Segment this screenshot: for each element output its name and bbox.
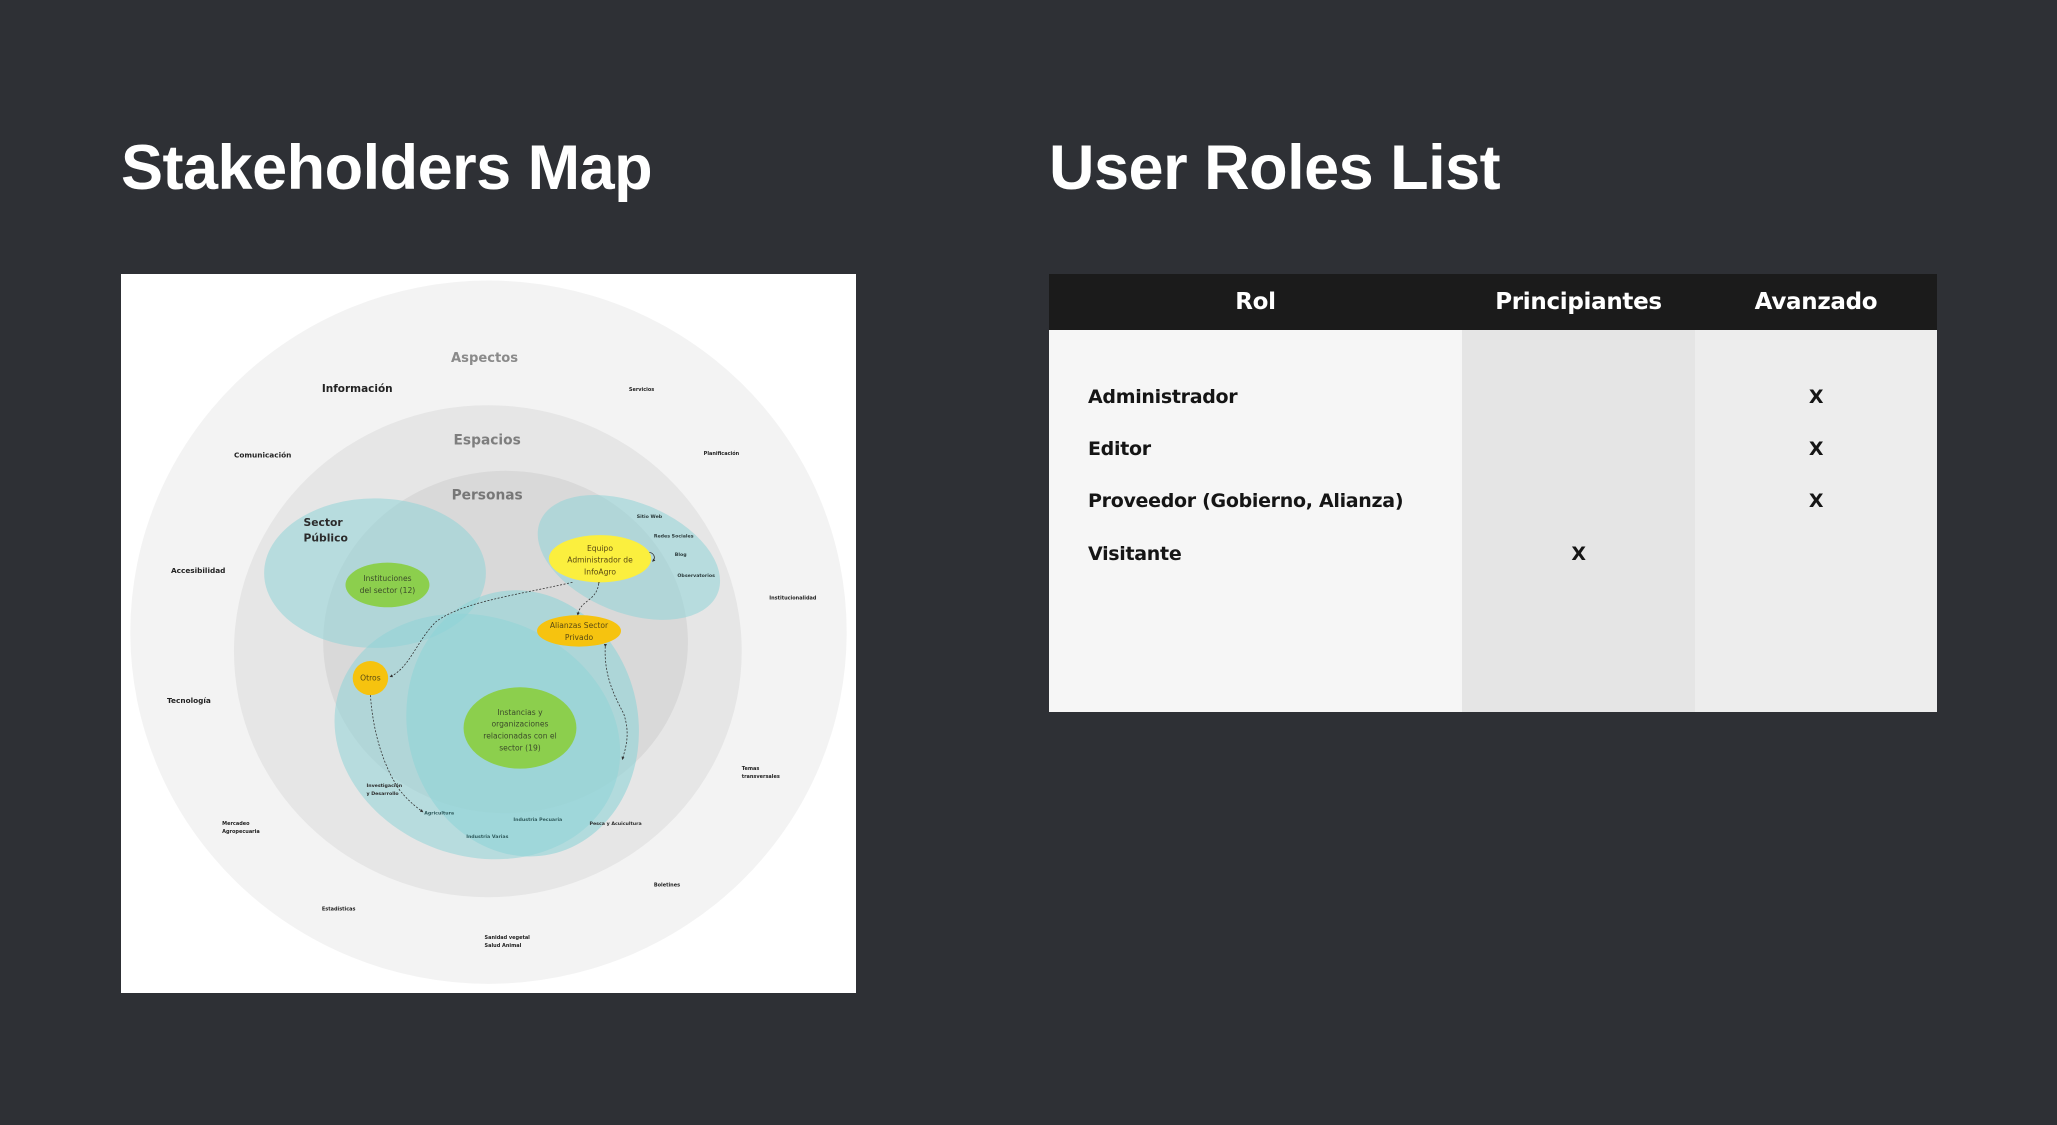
label-temas: Temas: [742, 766, 760, 772]
cell-avanzado-administrador: X: [1808, 386, 1824, 408]
connector-alianzas-pesca: [603, 643, 628, 760]
column-principiantes: X: [1462, 330, 1695, 712]
label-accesibilidad: Accesibilidad: [171, 566, 225, 575]
label-estadisticas: Estadísticas: [322, 905, 356, 912]
node-instituciones: [345, 562, 430, 608]
label-pesca: Pesca y Acuicultura: [590, 821, 642, 827]
label-blog: Blog: [675, 552, 687, 558]
label-personas: Personas: [452, 488, 523, 504]
label-observatorios: Observatorios: [677, 573, 715, 579]
connector-equipo-alianzas: [576, 580, 601, 616]
connector-equipo-otros: [389, 581, 573, 678]
user-roles-list-title: User Roles List: [1049, 133, 1501, 203]
label-y-desarrollo: y Desarrollo: [366, 791, 399, 797]
node-equipo-line2: Administrador de: [567, 556, 633, 565]
label-salud-animal: Salud Animal: [485, 943, 522, 949]
node-equipo-line3: InfoAgro: [584, 567, 616, 576]
stakeholders-map-svg: Aspectos Espacios Personas Información S…: [130, 280, 847, 984]
label-servicios: Servicios: [629, 387, 654, 393]
label-aspectos: Aspectos: [451, 351, 518, 366]
node-alianzas-line2: Privado: [565, 633, 594, 642]
label-redes-sociales: Redes Sociales: [654, 534, 694, 540]
label-transversales: transversales: [742, 774, 780, 780]
node-equipo-line1: Equipo: [587, 544, 613, 553]
cell-rol-administrador: Administrador: [1088, 386, 1238, 408]
column-avanzado: X X X: [1695, 330, 1937, 712]
label-industria-varias: Industria Varias: [466, 834, 508, 840]
node-alianzas: [537, 615, 622, 647]
node-otros-label: Otros: [360, 674, 381, 683]
label-institucionalidad: Institucionalidad: [769, 595, 817, 601]
cell-avanzado-visitante: [1695, 539, 1937, 569]
label-espacios: Espacios: [454, 433, 521, 449]
label-informacion: Información: [322, 383, 393, 395]
node-instituciones-line2: del sector (12): [360, 586, 416, 595]
node-instancias-line3: relacionadas con el: [483, 731, 556, 740]
label-investigacion: Investigación: [366, 782, 402, 789]
connector-otros-agricultura: [368, 692, 424, 813]
cell-rol-proveedor: Proveedor (Gobierno, Alianza): [1088, 490, 1404, 512]
cell-avanzado-proveedor: X: [1808, 490, 1824, 512]
node-instancias: [463, 687, 577, 769]
label-tecnologia: Tecnología: [167, 696, 211, 705]
label-sector: Sector: [304, 516, 344, 529]
label-agropecuaria: Agropecuaria: [222, 829, 260, 835]
node-otros: [352, 661, 389, 696]
stakeholders-map-diagram: Aspectos Espacios Personas Información S…: [121, 274, 856, 993]
node-instituciones-line1: Instituciones: [363, 574, 411, 583]
cell-principiantes-administrador: [1462, 382, 1695, 412]
cell-principiantes-visitante: X: [1571, 543, 1586, 565]
label-planificacion: Planificación: [704, 450, 740, 457]
label-boletines: Boletines: [654, 883, 680, 889]
header-principiantes: Principiantes: [1462, 274, 1695, 330]
label-agricultura: Agricultura: [424, 811, 454, 817]
user-roles-table: Rol Principiantes Avanzado Administrador…: [1049, 274, 1937, 712]
node-instancias-line2: organizaciones: [491, 720, 548, 729]
cell-rol-visitante: Visitante: [1088, 543, 1182, 565]
cell-avanzado-editor: X: [1808, 438, 1824, 460]
label-sitio-web: Sitio Web: [637, 514, 663, 520]
header-avanzado: Avanzado: [1695, 274, 1937, 330]
cell-principiantes-proveedor: [1462, 486, 1695, 516]
cell-principiantes-editor: [1462, 434, 1695, 464]
cell-rol-editor: Editor: [1088, 438, 1151, 460]
label-publico: Público: [304, 532, 348, 545]
label-sanidad-vegetal: Sanidad vegetal: [485, 935, 531, 941]
header-rol: Rol: [1049, 274, 1462, 330]
label-industria-pecuaria: Industria Pecuaria: [513, 817, 562, 823]
node-equipo-infoagro: [548, 535, 652, 583]
node-alianzas-line1: Alianzas Sector: [550, 621, 609, 630]
label-mercadeo: Mercadeo: [222, 821, 250, 827]
column-rol: Administrador Editor Proveedor (Gobierno…: [1049, 330, 1462, 712]
node-instancias-line4: sector (19): [499, 743, 541, 752]
node-instancias-line1: Instancias y: [497, 708, 543, 717]
label-comunicacion: Comunicación: [234, 451, 291, 460]
stakeholders-map-title: Stakeholders Map: [121, 133, 653, 203]
